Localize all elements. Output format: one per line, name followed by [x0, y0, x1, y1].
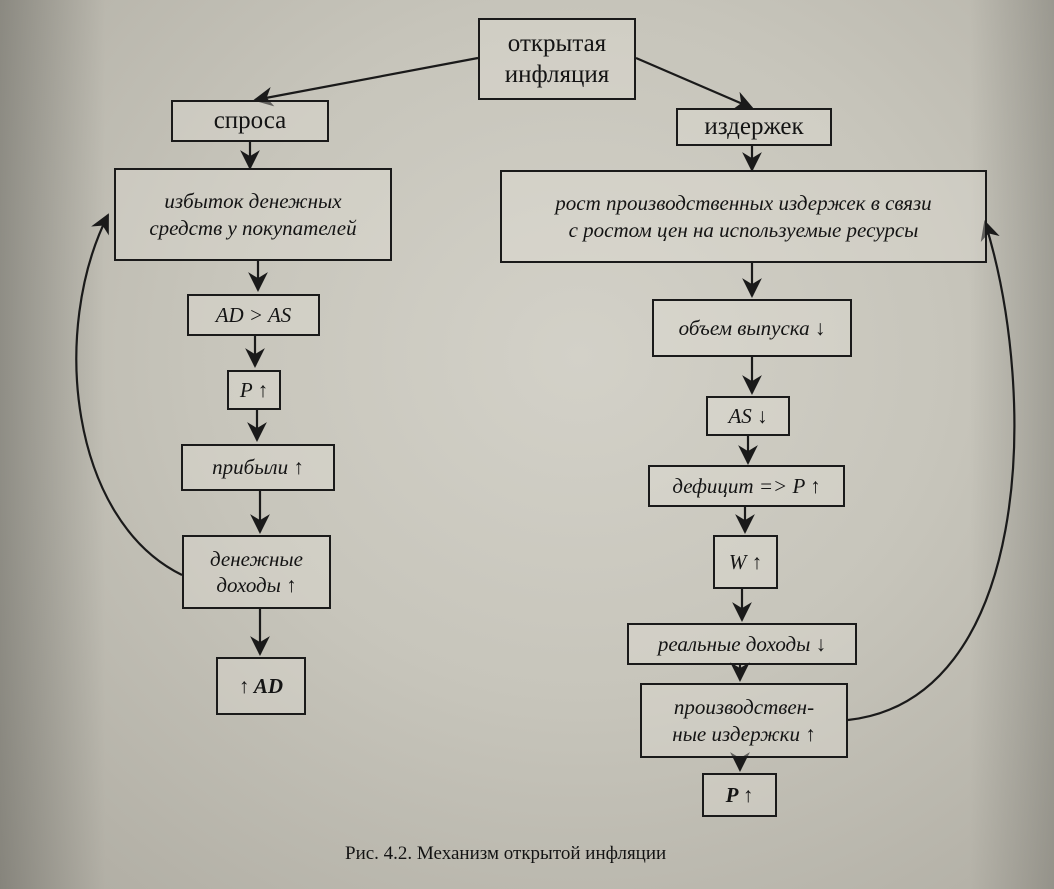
production-costs-box: производствен- ные издержки ↑ [640, 683, 848, 758]
arrow-root-to-demand [253, 56, 479, 107]
demand-type-box: спроса [171, 100, 329, 142]
ad-up-box: ↑ AD [216, 657, 306, 715]
ad-gt-as-label: AD > AS [215, 302, 292, 327]
feedback-arrow-left [75, 213, 183, 576]
arrow-root-to-cost [635, 56, 754, 111]
profit-up-label: прибыли ↑ [212, 455, 304, 480]
profit-up-box: прибыли ↑ [181, 444, 335, 491]
ad-gt-as-box: AD > AS [187, 294, 320, 336]
wage-up-box: W ↑ [713, 535, 778, 589]
ad-up-label: ↑ AD [238, 673, 284, 698]
as-down-label: AS ↓ [728, 403, 768, 428]
feedback-arrow-right [847, 220, 1016, 722]
figure-caption: Рис. 4.2. Механизм открытой инфляции [345, 843, 667, 864]
money-income-box: денежные доходы ↑ [182, 535, 331, 609]
money-income-label: денежные доходы ↑ [210, 546, 303, 597]
excess-money-box: избыток денежных средств у покупателей [114, 168, 392, 261]
as-down-box: AS ↓ [706, 396, 790, 436]
price-up-label-left: P ↑ [239, 377, 269, 402]
cost-growth-box: рост производственных издержек в связи с… [500, 170, 987, 263]
root-box: открытая инфляция [478, 18, 636, 100]
output-down-label: объем выпуска ↓ [678, 315, 826, 340]
demand-type-label: спроса [213, 107, 287, 135]
cost-type-box: издержек [676, 108, 832, 146]
cost-type-label: издержек [704, 113, 804, 141]
real-income-box: реальные доходы ↓ [627, 623, 857, 665]
real-income-label: реальные доходы ↓ [657, 631, 827, 656]
production-costs-label: производствен- ные издержки ↑ [672, 695, 816, 746]
root-label: открытая инфляция [504, 29, 610, 88]
price-up-box-right: P ↑ [702, 773, 777, 817]
deficit-label: дефицит => P ↑ [672, 473, 821, 498]
output-down-box: объем выпуска ↓ [652, 299, 852, 357]
price-up-label-right: P ↑ [725, 782, 754, 807]
deficit-box: дефицит => P ↑ [648, 465, 845, 507]
excess-money-label: избыток денежных средств у покупателей [149, 189, 357, 240]
price-up-box-left: P ↑ [227, 370, 281, 410]
wage-up-label: W ↑ [728, 549, 763, 574]
cost-growth-label: рост производственных издержек в связи с… [555, 191, 932, 242]
